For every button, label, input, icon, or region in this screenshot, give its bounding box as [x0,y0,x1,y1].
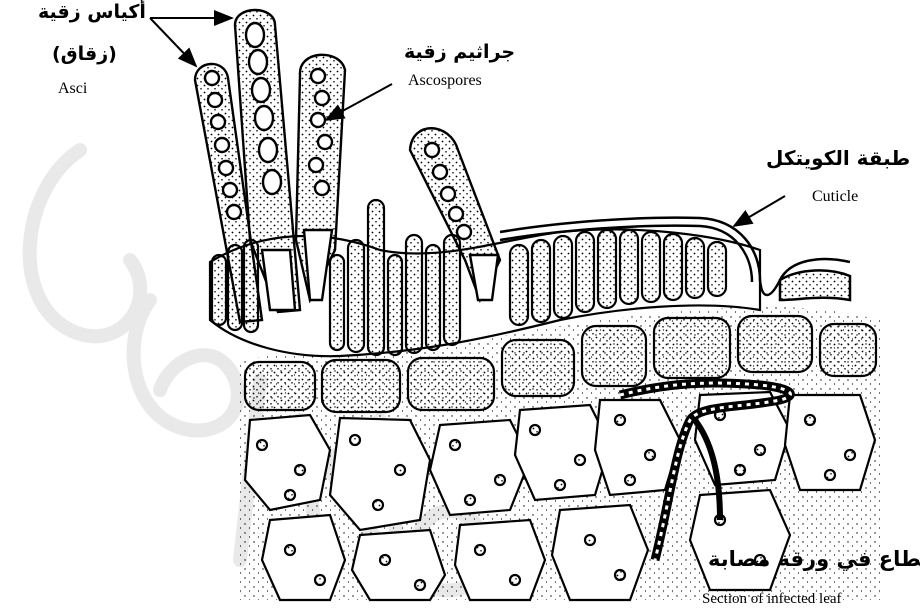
label-section-english: Section of infected leaf [702,591,842,608]
label-cuticle-english: Cuticle [812,188,858,206]
label-asci-english: Asci [58,80,87,98]
label-asci-arabic-alt: (زقاق) [52,44,117,65]
label-cuticle-arabic: طبقة الكويتكل [766,147,910,169]
label-ascospores-english: Ascospores [408,72,482,90]
cuticle-arrow [734,196,785,226]
label-asci-arabic: أكياس زقية [38,2,146,23]
label-section-arabic: قطاع في ورقة مصابة [708,548,920,571]
asci-arrow-2 [150,18,196,66]
label-ascospores-arabic: جراثيم زقية [404,42,515,63]
